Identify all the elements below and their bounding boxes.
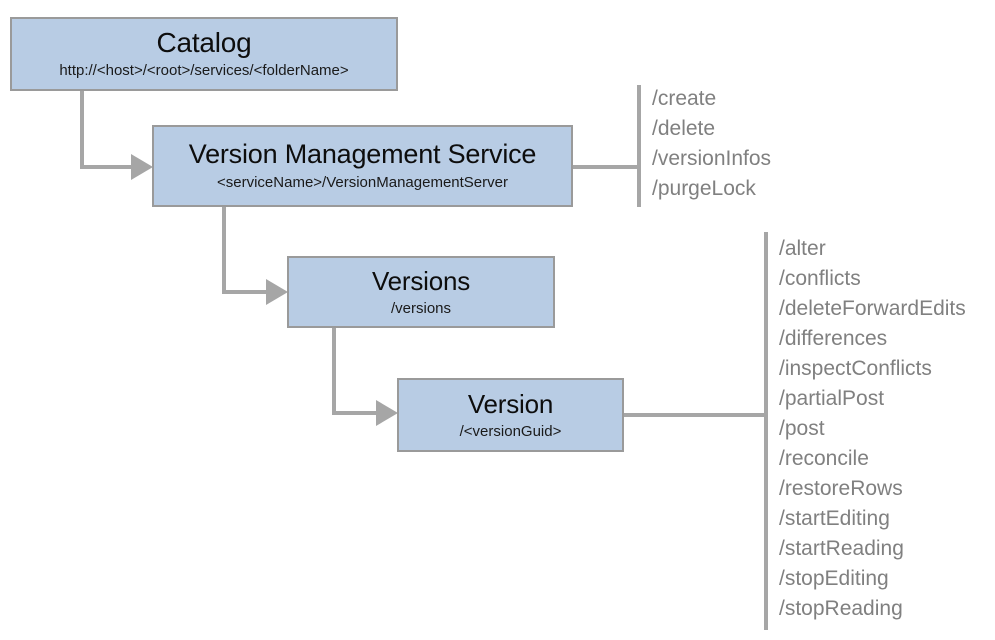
- connector-service-to-versions-vertical: [222, 205, 226, 292]
- endpoint-item[interactable]: /purgeLock: [652, 177, 756, 200]
- node-version-management-service-title: Version Management Service: [188, 139, 537, 170]
- arrowhead-service-to-versions-icon: [266, 279, 288, 305]
- endpoint-item[interactable]: /delete: [652, 117, 716, 140]
- node-version-title: Version: [467, 388, 554, 419]
- endpoint-group-bar-service: [637, 85, 641, 207]
- endpoint-item[interactable]: /restoreRows: [779, 477, 903, 500]
- endpoint-item[interactable]: /alter: [779, 237, 826, 260]
- node-version[interactable]: Version /<versionGuid>: [397, 378, 624, 452]
- node-version-management-service-path: <serviceName>/VersionManagementServer: [217, 174, 508, 192]
- arrowhead-versions-to-version-icon: [376, 400, 398, 426]
- endpoint-item[interactable]: /versionInfos: [652, 147, 772, 170]
- endpoint-item[interactable]: /post: [779, 417, 825, 440]
- endpoint-item[interactable]: /differences: [779, 327, 888, 350]
- endpoint-item[interactable]: /startEditing: [779, 507, 890, 530]
- endpoint-item[interactable]: /reconcile: [779, 447, 869, 470]
- node-version-management-service[interactable]: Version Management Service <serviceName>…: [152, 125, 573, 207]
- endpoint-item[interactable]: /conflicts: [779, 267, 861, 290]
- node-versions-path: /versions: [390, 299, 452, 317]
- node-versions-title: Versions: [371, 265, 471, 296]
- endpoint-item[interactable]: /stopReading: [779, 597, 903, 620]
- node-version-path: /<versionGuid>: [459, 422, 562, 440]
- connector-versions-to-version-vertical: [332, 326, 336, 413]
- endpoint-list-version-operations: /alter/conflicts/deleteForwardEdits/diff…: [779, 234, 966, 624]
- node-catalog-title: Catalog: [156, 27, 252, 59]
- endpoint-list-service-operations: /create/delete/versionInfos/purgeLock: [652, 84, 771, 204]
- endpoint-item[interactable]: /deleteForwardEdits: [779, 297, 966, 320]
- connector-catalog-to-service-vertical: [80, 89, 84, 169]
- connector-catalog-to-service-horizontal: [80, 165, 142, 169]
- node-versions[interactable]: Versions /versions: [287, 256, 555, 328]
- connector-service-to-versions-horizontal: [222, 290, 277, 294]
- connector-versions-to-version-horizontal: [332, 411, 389, 415]
- arrowhead-catalog-to-service-icon: [131, 154, 153, 180]
- node-catalog-url: http://<host>/<root>/services/<folderNam…: [59, 62, 349, 80]
- endpoint-item[interactable]: /inspectConflicts: [779, 357, 932, 380]
- endpoint-group-bar-version: [764, 232, 768, 630]
- connector-version-to-operations: [622, 413, 767, 417]
- node-catalog[interactable]: Catalog http://<host>/<root>/services/<f…: [10, 17, 398, 91]
- endpoint-item[interactable]: /stopEditing: [779, 567, 889, 590]
- endpoint-item[interactable]: /create: [652, 87, 717, 110]
- connector-service-to-operations: [571, 165, 641, 169]
- endpoint-item[interactable]: /startReading: [779, 537, 904, 560]
- endpoint-item[interactable]: /partialPost: [779, 387, 885, 410]
